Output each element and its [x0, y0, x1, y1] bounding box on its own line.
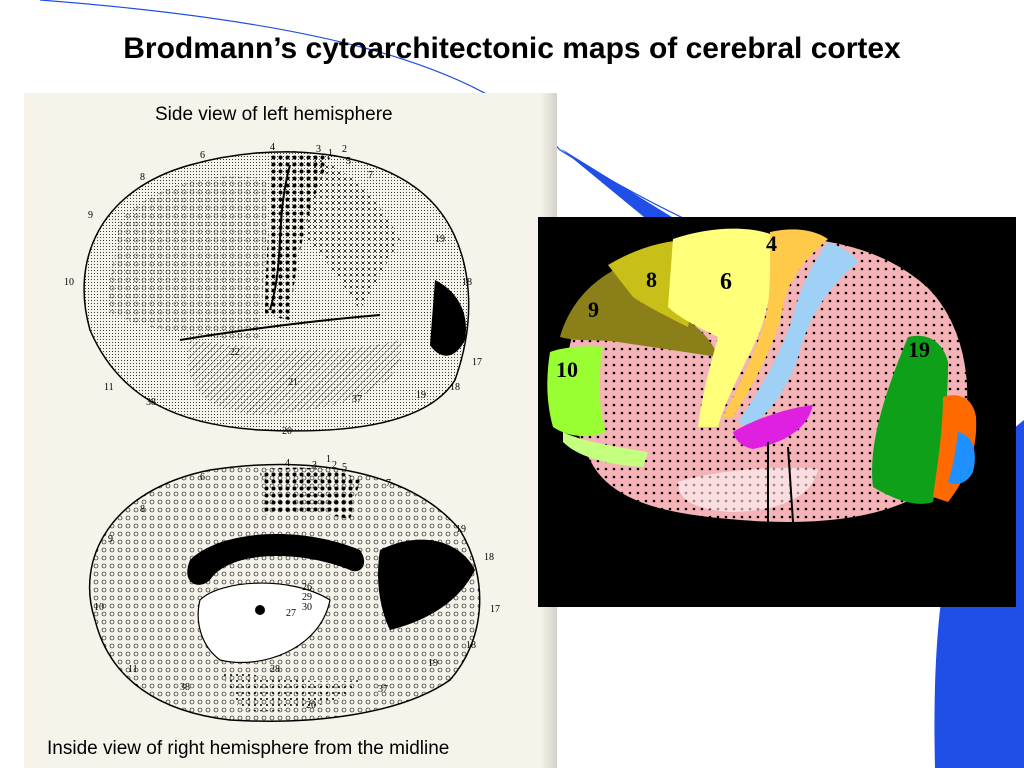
color-label-9: 9: [588, 297, 599, 322]
area-18-region: [933, 395, 977, 502]
label-area-17: 17: [472, 357, 482, 368]
label-area-20: 20: [282, 426, 292, 437]
medial-label-19: 19: [456, 524, 466, 535]
area-19-region: [872, 335, 948, 504]
label-area-9: 9: [88, 210, 93, 221]
medial-label-3: 3: [312, 460, 317, 471]
label-area-19b: 19: [416, 390, 426, 401]
color-label-8: 8: [646, 267, 657, 292]
medial-label-38: 38: [180, 682, 190, 693]
medial-label-30: 30: [302, 602, 312, 613]
label-area-7: 7: [368, 170, 373, 181]
medial-label-19b: 19: [428, 658, 438, 669]
colored-areas-panel: 4 8 6 9 10 19: [538, 217, 1016, 607]
medial-label-10: 10: [94, 602, 104, 613]
label-area-1: 1: [328, 148, 333, 159]
medial-label-28: 28: [270, 664, 280, 675]
color-label-4: 4: [766, 231, 777, 256]
label-area-10: 10: [64, 277, 74, 288]
medial-label-8: 8: [140, 504, 145, 515]
label-area-18: 18: [462, 277, 472, 288]
medial-area-numbers: 6 4 3 1 2 5 7 8 9 19 18 10 11 38 17 18 1…: [94, 454, 500, 711]
label-area-18b: 18: [450, 382, 460, 393]
side-view-caption: Side view of left hemisphere: [155, 104, 393, 125]
label-area-3: 3: [316, 144, 321, 155]
medial-label-2: 2: [332, 460, 337, 471]
area-17-region: [948, 432, 975, 484]
medial-label-17: 17: [490, 604, 500, 615]
area-6-region: [668, 228, 773, 427]
medial-label-18: 18: [484, 552, 494, 563]
area-9-region: [560, 257, 718, 357]
lateral-area-numbers: 6 4 3 1 2 5 7 8 9 10 11 38 19 18 17 20 2…: [64, 142, 482, 437]
label-area-22: 22: [230, 347, 240, 358]
medial-label-7: 7: [386, 478, 391, 489]
medial-label-27: 27: [286, 608, 296, 619]
label-area-11: 11: [104, 382, 114, 393]
medial-label-5: 5: [342, 462, 347, 473]
label-area-21: 21: [288, 377, 298, 388]
area-41-42-region: [733, 405, 813, 449]
label-area-6: 6: [200, 150, 205, 161]
label-area-38: 38: [146, 397, 156, 408]
label-area-19: 19: [435, 234, 445, 245]
lateral-brain-drawing: 6 4 3 1 2 5 7 8 9 10 11 38 19 18 17 20 2…: [64, 142, 482, 437]
medial-label-26: 26: [302, 582, 312, 593]
medial-label-1: 1: [326, 454, 331, 465]
area-somatosensory-region: [738, 242, 858, 427]
color-label-6: 6: [720, 269, 732, 295]
label-area-8: 8: [140, 172, 145, 183]
medial-brain-drawing: 6 4 3 1 2 5 7 8 9 19 18 10 11 38 17 18 1…: [88, 454, 500, 722]
area-10-region: [547, 346, 606, 437]
colored-area-numbers: 4 8 6 9 10 19: [556, 231, 930, 382]
slide-title: Brodmann’s cytoarchitectonic maps of cer…: [123, 32, 901, 65]
color-label-19: 19: [908, 337, 930, 362]
medial-label-4: 4: [285, 458, 290, 469]
medial-label-18b: 18: [466, 640, 476, 651]
area-4-region: [723, 229, 828, 417]
color-label-10: 10: [556, 357, 578, 382]
medial-label-6: 6: [200, 472, 205, 483]
colored-brain-map: 4 8 6 9 10 19: [547, 228, 977, 538]
medial-label-29: 29: [302, 592, 312, 603]
label-area-4: 4: [270, 142, 275, 153]
medial-label-20: 20: [306, 700, 316, 711]
medial-label-11: 11: [128, 664, 138, 675]
label-area-37: 37: [352, 394, 362, 405]
label-area-5: 5: [346, 156, 351, 167]
medial-label-37: 37: [378, 684, 388, 695]
medial-label-9: 9: [108, 534, 113, 545]
inside-view-caption: Inside view of right hemisphere from the…: [47, 738, 450, 759]
label-area-2: 2: [342, 144, 347, 155]
